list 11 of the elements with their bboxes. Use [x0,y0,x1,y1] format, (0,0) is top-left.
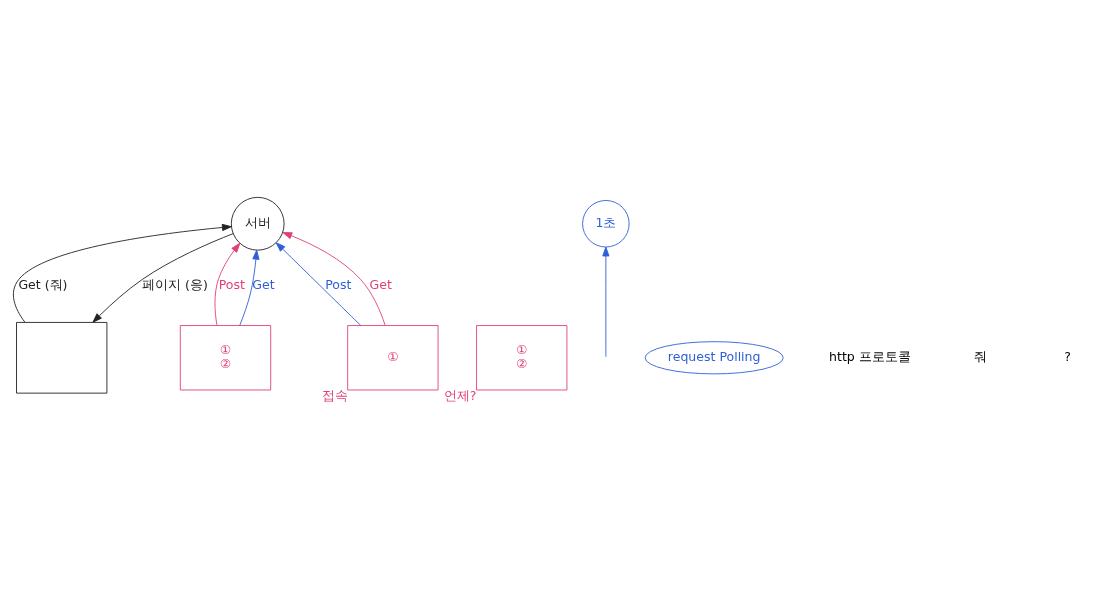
label: ? [1064,349,1072,365]
edge-label: Post [218,277,245,293]
node-label: 언제? [443,388,477,404]
label: 줘 [974,349,988,365]
node-label: 접속 [321,388,348,404]
edge-label: Get (줘) [18,277,68,293]
edge-label: Post [325,277,352,293]
edge-label: 페이지 (응) [142,277,208,293]
edge-label: Get [252,277,275,293]
edge-label: Get [369,277,392,293]
label: http 프로토콜 [829,349,911,365]
